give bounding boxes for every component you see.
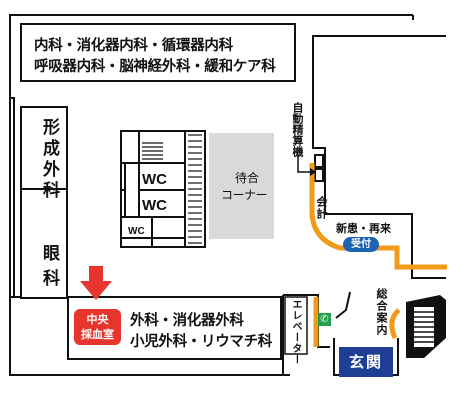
ophthalmology-label: 眼科 [39,244,59,294]
internal-medicine-room [20,23,296,82]
phone-icon: ✆ [318,313,331,326]
escalator-icon [406,295,446,358]
blood-collection-line2: 採血室 [81,328,114,341]
internal-medicine-line1: 内科・消化器内科・循環器内科 [34,38,233,54]
restroom-label-1: WC [142,171,167,188]
waiting-corner-line2: コーナー [221,188,268,202]
route-path-info [389,308,401,340]
stairs-icon [142,134,202,244]
blood-collection-badge: 中央 採血室 [74,309,121,345]
waiting-corner-area [209,133,274,239]
cashier-label: 会計 [315,196,328,220]
restroom-label-3: WC [128,226,145,237]
plastic-surgery-label: 形成外科 [39,118,59,202]
surgery-line1: 外科・消化器外科 [130,313,244,329]
pointer-arrow-icon [297,155,310,173]
new-return-label: 新患・再来 [336,222,391,235]
auto-payment-label: 自動精算機 [291,102,304,157]
reception-badge: 受付 [343,237,379,252]
general-info-label: 総合案内 [375,288,388,336]
waiting-corner-line1: 待合 [235,171,260,185]
elevator-label: エレベーター [290,299,301,365]
waiting-corner-label: 待合 コーナー [221,170,268,204]
internal-medicine-line2: 呼吸器内科・脳神経外科・緩和ケア科 [34,59,276,75]
internal-medicine-label: 内科・消化器内科・循環器内科 呼吸器内科・脳神経外科・緩和ケア科 [34,36,276,78]
surgery-label: 外科・消化器外科 小児外科・リウマチ科 [130,311,272,353]
surgery-line2: 小児外科・リウマチ科 [130,334,272,350]
blood-collection-line1: 中央 [86,313,109,326]
restroom-label-2: WC [142,197,167,214]
entrance-badge: 玄関 [339,347,393,377]
down-arrow-icon [80,266,112,300]
ophthalmology-room [20,188,68,299]
elevator-box [284,296,308,355]
